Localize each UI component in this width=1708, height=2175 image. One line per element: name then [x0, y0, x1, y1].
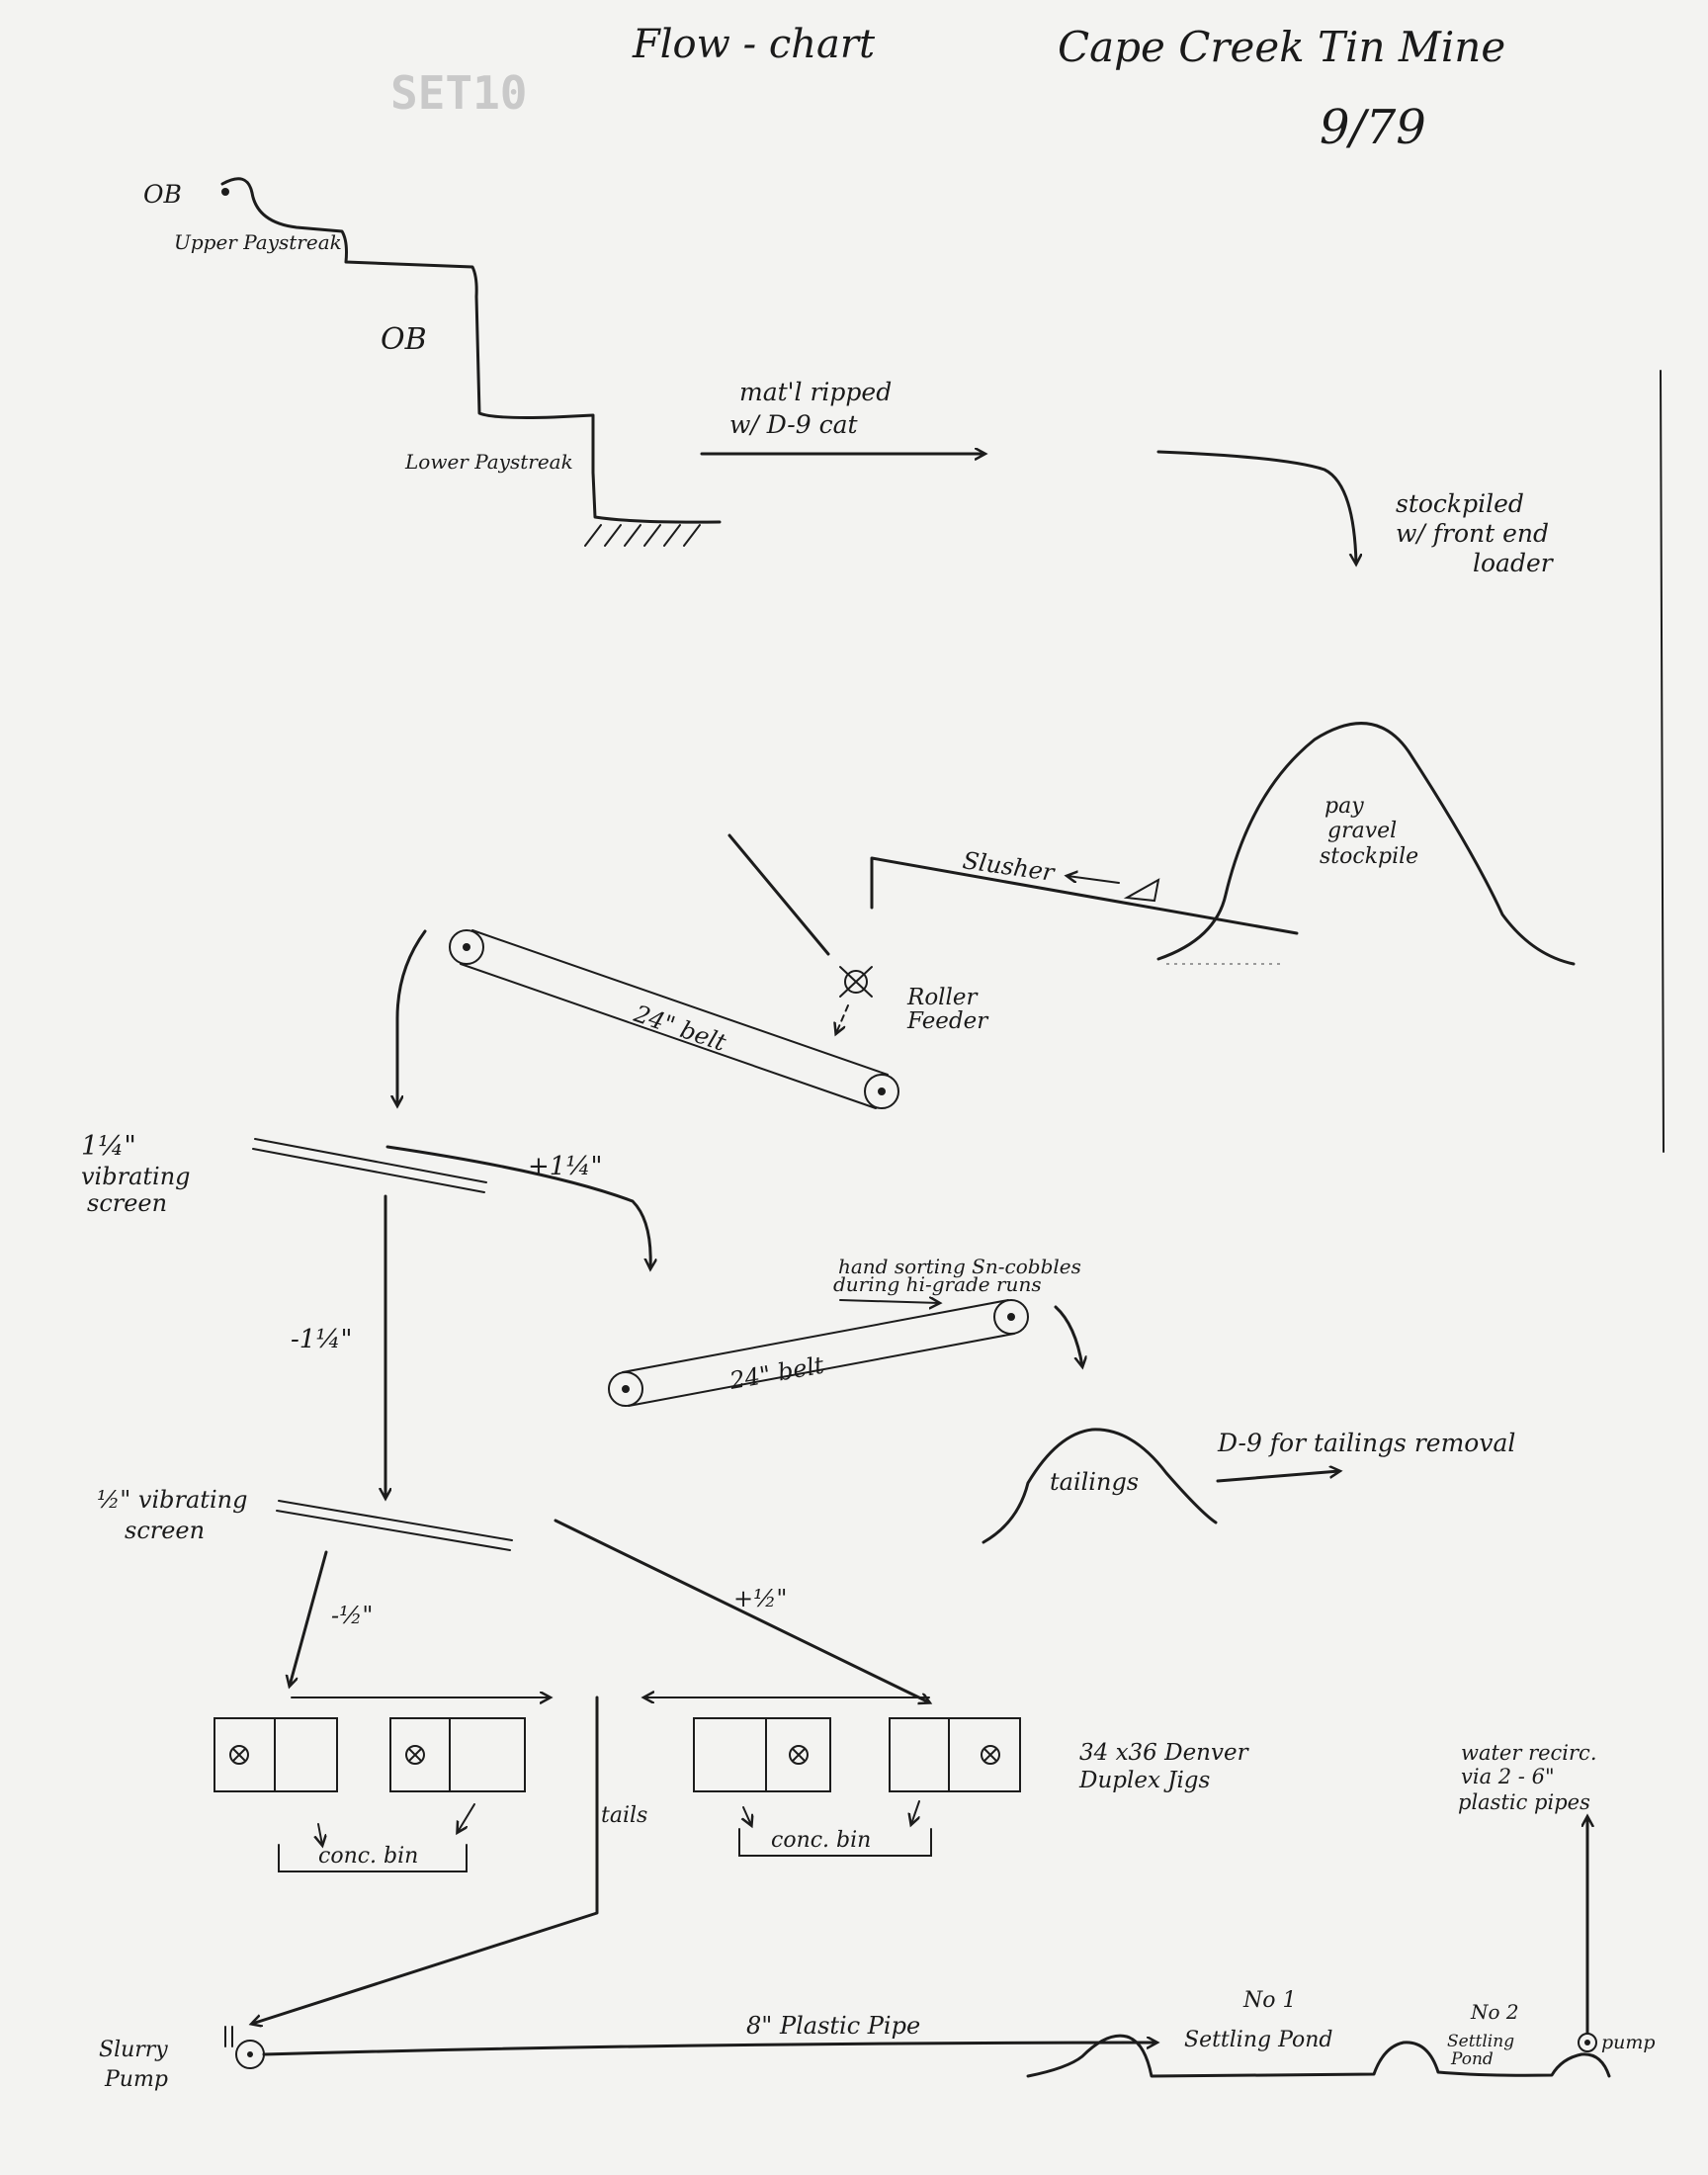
recirc-label-line1: water recirc. — [1461, 1741, 1597, 1765]
belt1-label: 24" belt — [630, 1000, 729, 1057]
stockpile-label-line3: stockpile — [1320, 844, 1418, 869]
ripped-label-line1: mat'l ripped — [739, 378, 892, 406]
belt2-discharge-arrow — [1054, 1305, 1082, 1366]
conc-bin-left-label: conc. bin — [318, 1844, 418, 1869]
plastic-pipe-label: 8" Plastic Pipe — [746, 2012, 920, 2040]
chart-title: Flow - chart — [632, 22, 876, 67]
screen2-label-line1: ½" vibrating — [97, 1486, 247, 1514]
plus-1-2-label: +½" — [733, 1585, 787, 1612]
pond2-label-line2: Settling — [1447, 2032, 1514, 2051]
pond1-label-line2: Settling Pond — [1184, 2028, 1333, 2052]
mine-name: Cape Creek Tin Mine — [1058, 23, 1505, 71]
slusher-bucket-icon — [1123, 878, 1160, 903]
conc-bin-right — [738, 1828, 932, 1857]
stockpile-label-line2: gravel — [1327, 819, 1397, 843]
vibrating-screen-1 — [252, 1138, 487, 1193]
hand-sorting-label-line1: hand sorting Sn-cobbles — [838, 1255, 1081, 1278]
pond1-label-line1: No 1 — [1242, 1988, 1297, 2013]
screen1-label-line2: vibrating — [81, 1163, 191, 1190]
feeder-drop-arrow — [836, 1004, 849, 1033]
pit-ob-mid-label: OB — [381, 322, 427, 357]
jig-4 — [889, 1717, 1021, 1792]
slusher-ramp — [870, 856, 1299, 935]
pit-ob-top-label: OB — [143, 180, 182, 209]
jig4-conc-arrow — [911, 1800, 920, 1824]
oversize-1-1-4-arrow — [385, 1145, 650, 1268]
jig-2 — [389, 1717, 526, 1792]
screen1-label-line3: screen — [87, 1189, 167, 1217]
stockpiled-label-line2: w/ front end — [1396, 519, 1549, 548]
slusher-label: Slusher — [961, 846, 1058, 887]
pond2-label-line1: No 2 — [1470, 2000, 1519, 2024]
tails-label: tails — [601, 1803, 647, 1828]
minus-1-1-4-label: -1¼" — [291, 1325, 353, 1354]
tailings-pile — [982, 1428, 1218, 1544]
page-edge-line — [1660, 370, 1665, 1153]
jig3-conc-arrow — [743, 1806, 751, 1825]
slurry-pump-label-line1: Slurry — [99, 2038, 168, 2062]
pay-gravel-stockpile — [1156, 722, 1576, 966]
upper-paystreak-label: Upper Paystreak — [174, 230, 342, 254]
slurry-pump-label-line2: Pump — [104, 2067, 168, 2092]
belt1-discharge-arrow — [397, 929, 427, 1105]
tailings-removal-label: D-9 for tailings removal — [1217, 1429, 1515, 1457]
feed-chute-line — [727, 833, 830, 956]
jigs-label-line1: 34 x36 Denver — [1079, 1740, 1250, 1766]
jigs-label-line2: Duplex Jigs — [1078, 1768, 1211, 1793]
tailings-label: tailings — [1050, 1468, 1139, 1496]
jig2-conc-arrow — [458, 1803, 475, 1832]
roller-feeder-label-line2: Feeder — [906, 1008, 989, 1034]
hand-sorting-label-line2: during hi-grade runs — [833, 1272, 1042, 1296]
lower-paystreak-label: Lower Paystreak — [404, 450, 573, 474]
stockpiling-arrow — [1156, 450, 1356, 564]
minus-1-2-label: -½" — [331, 1602, 373, 1629]
plus-1-1-4-label: +1¼" — [528, 1152, 603, 1181]
recirc-pump-icon — [1578, 2033, 1597, 2052]
settling-ponds — [1026, 2034, 1611, 2078]
slusher-direction-arrow — [1068, 876, 1120, 884]
recirc-label-line3: plastic pipes — [1458, 1790, 1590, 1814]
ripped-label-line2: w/ D-9 cat — [729, 410, 858, 439]
conc-bin-left — [278, 1844, 468, 1872]
stockpiled-label-line1: stockpiled — [1396, 489, 1524, 518]
jig-3 — [693, 1717, 831, 1792]
jig1-conc-arrow — [318, 1823, 322, 1845]
tailings-removal-arrow — [1216, 1471, 1339, 1483]
belt-conveyor-2 — [608, 1299, 1029, 1407]
pump-label: pump — [1601, 2032, 1656, 2053]
pit-profile — [220, 177, 722, 547]
oversize-1-2-arrow — [554, 1519, 929, 1702]
pond2-label-line3: Pond — [1450, 2049, 1494, 2069]
stockpiled-label-line3: loader — [1473, 549, 1555, 577]
belt-conveyor-1 — [449, 929, 899, 1109]
screen2-label-line2: screen — [125, 1517, 205, 1544]
vibrating-screen-2 — [276, 1500, 513, 1551]
tails-line — [252, 1696, 599, 2024]
jig-1 — [214, 1717, 338, 1792]
belt2-label: 24" belt — [726, 1351, 826, 1395]
hand-sorting-pointer — [839, 1300, 939, 1303]
faded-stamp: SET10 — [390, 66, 527, 120]
conc-bin-right-label: conc. bin — [771, 1828, 871, 1853]
roller-feeder-icon — [839, 966, 873, 998]
recirc-label-line2: via 2 - 6" — [1461, 1765, 1555, 1788]
plastic-pipe-line — [262, 2043, 1156, 2056]
screen1-label-line1: 1¼" — [81, 1131, 136, 1162]
undersize-1-2-arrow — [290, 1550, 328, 1686]
chart-date: 9/79 — [1320, 100, 1426, 155]
roller-feeder-label-line1: Roller — [906, 985, 979, 1010]
stockpile-label-line1: pay — [1324, 794, 1364, 819]
slurry-pump-icon — [224, 2026, 265, 2069]
